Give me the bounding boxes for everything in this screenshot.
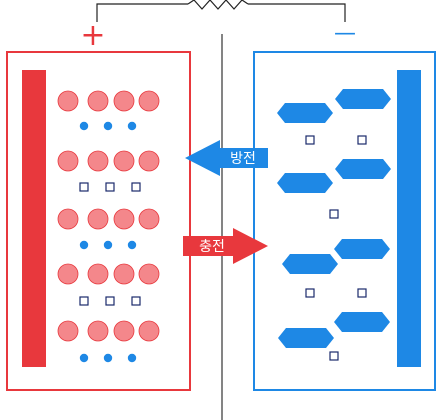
circuit-wire (96, 3, 188, 22)
electron-dot (103, 121, 113, 131)
positive-ion (87, 263, 109, 285)
electron-dot (127, 353, 137, 363)
positive-sign: + (80, 18, 105, 53)
vacancy-square (79, 182, 89, 192)
positive-ion (87, 208, 109, 230)
positive-ion (57, 263, 79, 285)
positive-ion (138, 263, 160, 285)
vacancy-square (305, 288, 315, 298)
positive-ion (138, 90, 160, 112)
vacancy-square (105, 296, 115, 306)
negative-ion-hexagon (278, 328, 334, 348)
positive-electrode-box (6, 51, 191, 391)
positive-ion (57, 90, 79, 112)
positive-ion (138, 208, 160, 230)
positive-ion (87, 320, 109, 342)
positive-ion (113, 208, 135, 230)
electron-dot (127, 121, 137, 131)
positive-ion (113, 90, 135, 112)
negative-sign: — (334, 21, 356, 46)
vacancy-square (357, 135, 367, 145)
positive-ion (138, 150, 160, 172)
vacancy-square (79, 296, 89, 306)
electron-dot (103, 240, 113, 250)
electron-dot (103, 353, 113, 363)
vacancy-square (357, 288, 367, 298)
electron-dot (127, 240, 137, 250)
positive-ion (113, 263, 135, 285)
negative-ion-hexagon (277, 103, 333, 123)
positive-ion (57, 208, 79, 230)
electron-dot (79, 353, 89, 363)
negative-ion-hexagon (334, 312, 390, 332)
vacancy-square (131, 296, 141, 306)
vacancy-square (305, 135, 315, 145)
vacancy-square (105, 182, 115, 192)
negative-ion-hexagon (334, 239, 390, 259)
positive-ion (113, 150, 135, 172)
resistor-icon (187, 0, 249, 10)
negative-ion-hexagon (282, 254, 338, 274)
negative-current-collector (397, 70, 421, 367)
negative-ion-hexagon (277, 173, 333, 193)
negative-ion-hexagon (335, 159, 391, 179)
discharge-label: 방전 (230, 151, 256, 167)
positive-current-collector (22, 70, 46, 367)
positive-ion (87, 90, 109, 112)
vacancy-square (329, 209, 339, 219)
positive-ion (113, 320, 135, 342)
electron-dot (79, 121, 89, 131)
charge-arrow (183, 228, 268, 264)
electron-dot (79, 240, 89, 250)
positive-ion (57, 320, 79, 342)
positive-ion (138, 320, 160, 342)
positive-ion (57, 150, 79, 172)
vacancy-square (329, 351, 339, 361)
positive-ion (87, 150, 109, 172)
charge-label: 충전 (199, 239, 225, 255)
vacancy-square (131, 182, 141, 192)
discharge-arrow (185, 140, 268, 176)
negative-electrode-box (253, 51, 436, 391)
negative-ion-hexagon (335, 89, 391, 109)
circuit-wire-right (248, 3, 346, 22)
